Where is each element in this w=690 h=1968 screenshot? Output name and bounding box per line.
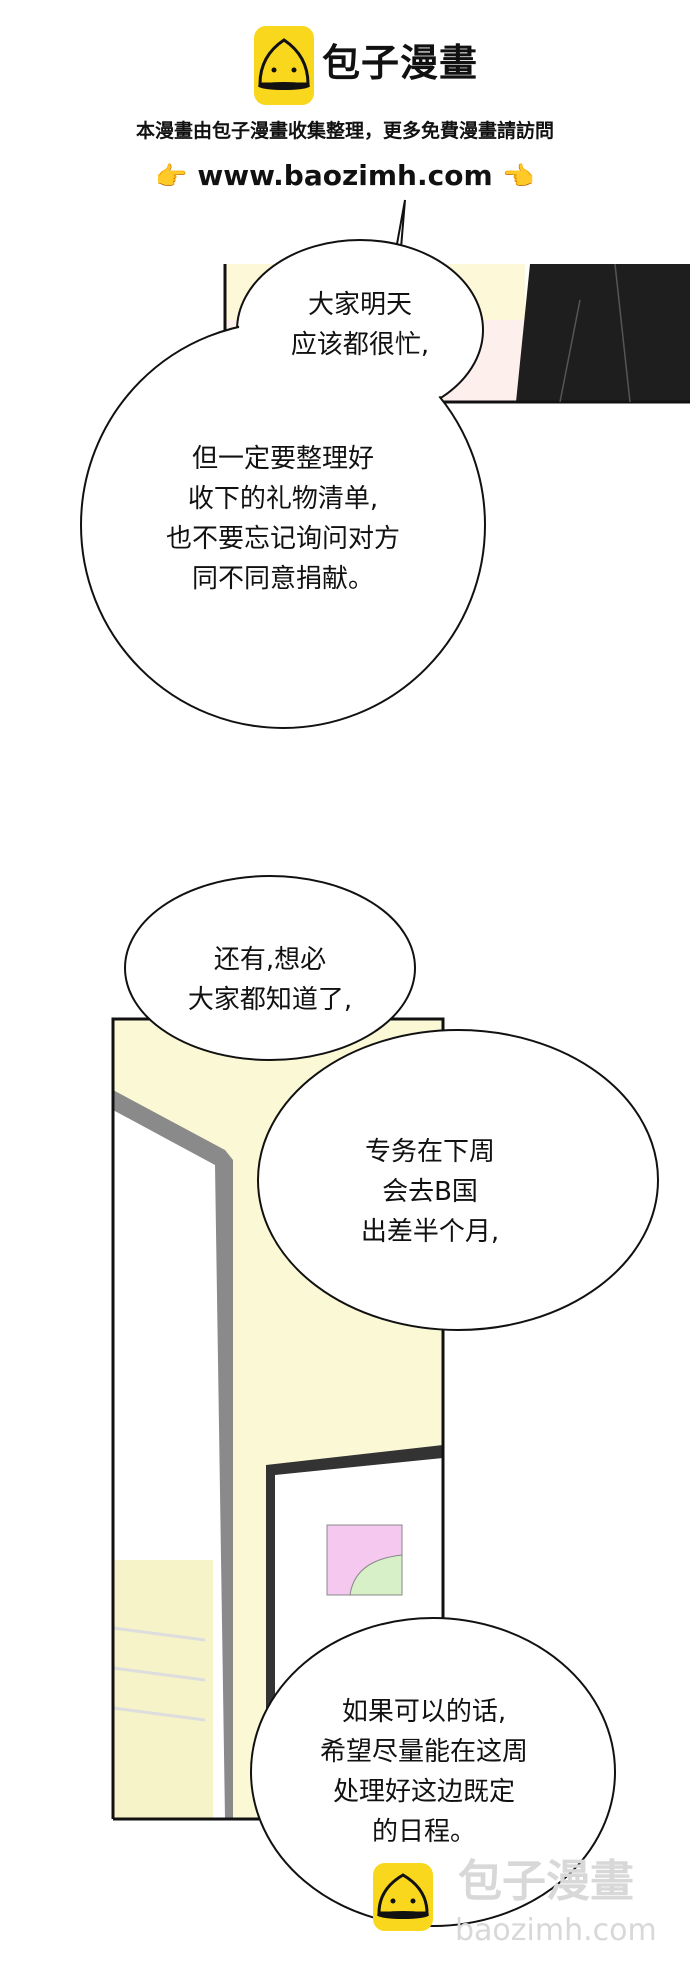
notice-text: 本漫畫由包子漫畫收集整理，更多免費漫畫請訪問: [135, 120, 554, 142]
pointing-right-icon: 👉: [155, 162, 188, 192]
brand-name: 包子漫畫: [322, 41, 479, 85]
watermark-brand: 包子漫畫: [458, 1856, 634, 1907]
url-link[interactable]: www.baozimh.com: [197, 159, 493, 192]
speech-bubble-4: 专务在下周 会去B国 出差半个月,: [360, 1137, 500, 1247]
watermark-url: baozimh.com: [455, 1913, 657, 1948]
baozi-logo-icon: [254, 26, 314, 105]
speech-bubble-3: 还有,想必 大家都知道了,: [187, 945, 353, 1015]
speech-bubble-1: 大家明天 应该都很忙,: [290, 290, 430, 360]
speech-bubble-2: 但一定要整理好 收下的礼物清单, 也不要忘记询问对方 同不同意捐献。: [165, 444, 400, 594]
site-url[interactable]: 👉 www.baozimh.com 👈: [0, 158, 690, 195]
watermark-logo-icon: [373, 1863, 433, 1931]
speech-bubble-5: 如果可以的话, 希望尽量能在这周 处理好这边既定 的日程。: [319, 1697, 528, 1847]
pointing-left-icon: 👈: [502, 162, 535, 192]
